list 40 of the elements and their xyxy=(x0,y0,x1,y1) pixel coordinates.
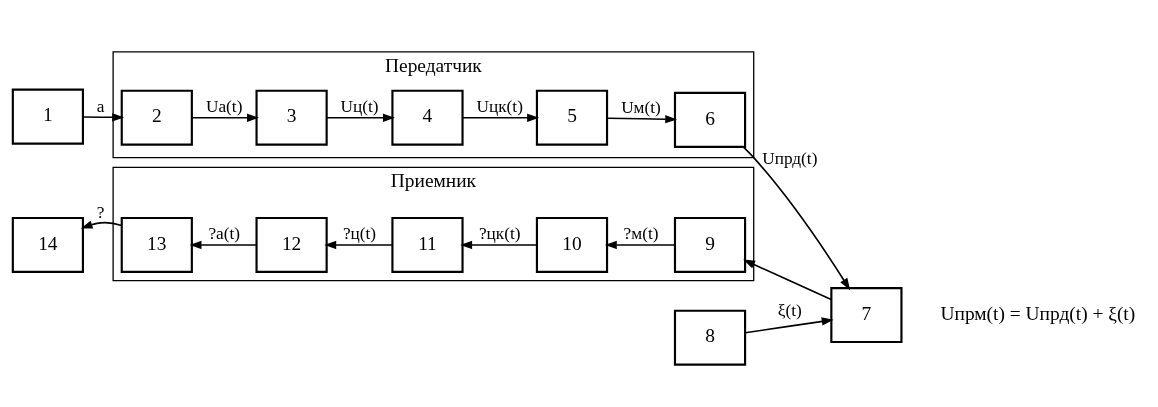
edge-label: ?цк(t) xyxy=(478,223,521,243)
arrow xyxy=(461,113,540,122)
node-box: 8 xyxy=(673,309,747,366)
edge-label: Uцк(t) xyxy=(476,96,523,116)
arrow xyxy=(743,259,832,300)
node-box: 1 xyxy=(11,88,84,145)
edge-label: ?а(t) xyxy=(208,223,240,243)
arrow xyxy=(606,114,678,123)
edge-label: Uпрд(t) xyxy=(762,148,818,168)
edge-label: Uм(t) xyxy=(621,97,661,117)
node-box: 5 xyxy=(535,89,609,146)
node-box: 14 xyxy=(11,216,84,273)
edge-label: ξ(t) xyxy=(777,300,802,320)
node-box: 12 xyxy=(255,216,328,273)
arrow xyxy=(460,240,538,249)
arrow xyxy=(742,145,851,290)
edge-label: ?ц(t) xyxy=(342,223,377,243)
arrow xyxy=(80,220,123,229)
arrow xyxy=(189,240,258,249)
node-box: 4 xyxy=(391,89,464,146)
node-box: 2 xyxy=(120,89,193,146)
node-box: 6 xyxy=(673,91,747,148)
edge-label: ? xyxy=(96,202,105,222)
arrow xyxy=(82,112,125,121)
label: Uпрм(t) = Uпрд(t) + ξ(t) xyxy=(940,302,1136,324)
node-box: 9 xyxy=(673,216,747,273)
node-box: 10 xyxy=(535,216,609,273)
edge-label: Uц(t) xyxy=(340,96,379,116)
arrow xyxy=(744,316,834,333)
arrow xyxy=(604,240,676,249)
node-box: 3 xyxy=(255,89,328,146)
arrow xyxy=(191,113,259,122)
edge-label: а xyxy=(96,96,105,116)
edge-label: ?м(t) xyxy=(623,223,659,243)
arrow xyxy=(324,240,394,249)
node-box: 13 xyxy=(120,216,193,273)
arrow xyxy=(325,113,395,122)
node-box: 7 xyxy=(830,286,903,343)
node-box: 11 xyxy=(391,216,464,273)
edge-label: Uа(t) xyxy=(205,96,243,116)
